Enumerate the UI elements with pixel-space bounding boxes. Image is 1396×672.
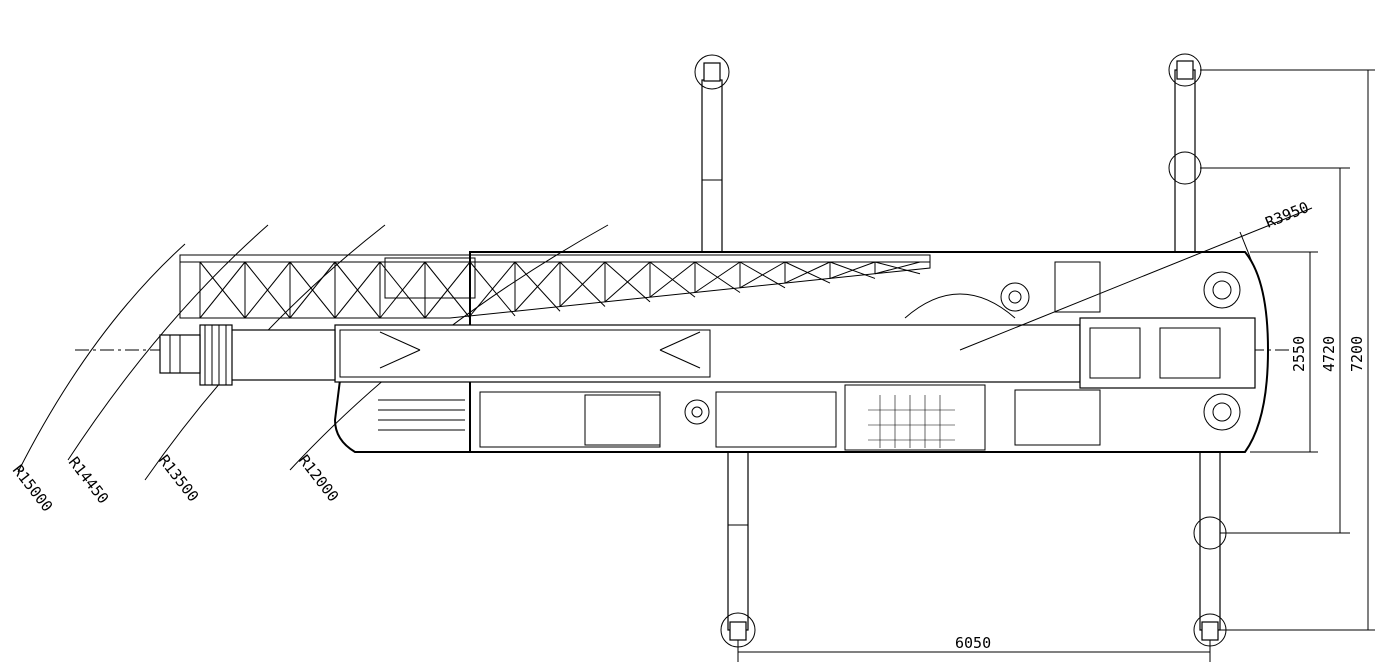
lattice-jib [179,254,931,319]
dimension-lines [737,69,1375,662]
outrigger-front-left [701,79,723,253]
lattice-member [424,261,471,319]
turntable [904,293,1016,319]
label-r12000: R12000 [295,451,343,505]
carrier [469,251,1270,453]
lattice-member [784,261,831,284]
label-r13500: R13500 [155,451,203,505]
arc-r15000 [17,243,186,473]
arc-r14450 [67,224,269,461]
label-r14450: R14450 [65,453,113,507]
lattice-member [649,261,696,298]
lattice-member [559,261,606,307]
lattice-member [874,261,921,275]
outriggers [694,53,1227,648]
label-6050: 6050 [955,634,991,652]
outrigger-rear-right [1199,451,1221,631]
lattice-member [334,261,381,319]
lattice-member [199,261,246,319]
label-2550: 2550 [1290,336,1308,372]
lattice-member [244,261,291,319]
label-r15000: R15000 [9,461,57,515]
lattice-member [469,261,516,317]
main-boom [159,317,1256,389]
lattice-member [604,261,651,303]
r3950-leader [959,207,1313,351]
lattice-member [379,261,426,319]
lattice-member [694,261,741,293]
lattice-member [514,261,561,312]
cab [333,379,471,453]
outrigger-front-right [727,451,749,631]
label-4720: 4720 [1320,336,1338,372]
label-7200: 7200 [1348,336,1366,372]
lattice-member [289,261,336,319]
lattice-member [829,261,876,279]
lattice-member [739,261,786,289]
label-r3950: R3950 [1263,198,1312,232]
outrigger-rear-left [1174,69,1196,253]
